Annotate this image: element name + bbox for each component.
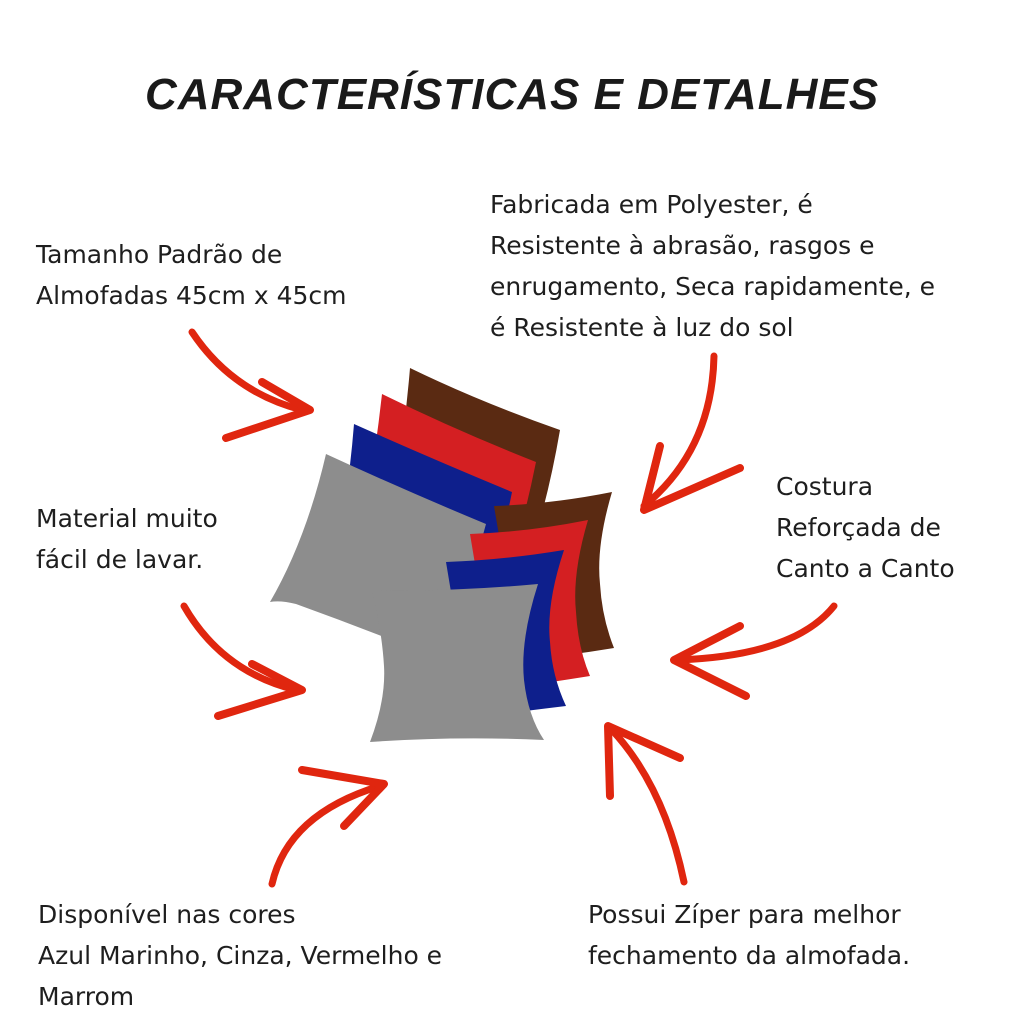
washing-note-line: Material muito bbox=[36, 504, 218, 533]
arrow-to-zipper bbox=[604, 722, 688, 886]
colors-note-line: Disponível nas cores bbox=[38, 900, 296, 929]
page-title: CARACTERÍSTICAS E DETALHES bbox=[144, 70, 880, 119]
colors-note-line: Marrom bbox=[38, 982, 135, 1011]
size-note-line: Almofadas 45cm x 45cm bbox=[36, 281, 347, 310]
fabric-note-line: é Resistente à luz do sol bbox=[490, 313, 794, 342]
fabric-note-line: Fabricada em Polyester, é bbox=[490, 190, 813, 219]
seam-note: Costura Reforçada de Canto a Canto bbox=[776, 466, 955, 589]
fabric-note: Fabricada em Polyester, é Resistente à a… bbox=[490, 184, 935, 348]
colors-note-line: Azul Marinho, Cinza, Vermelho e bbox=[38, 941, 443, 970]
washing-note: Material muito fácil de lavar. bbox=[36, 498, 218, 580]
seam-note-line: Reforçada de bbox=[776, 513, 941, 542]
fabric-note-line: enrugamento, Seca rapidamente, e bbox=[490, 272, 936, 301]
arrow-to-colors bbox=[268, 766, 388, 888]
size-note-line: Tamanho Padrão de bbox=[36, 240, 283, 269]
seam-note-line: Costura bbox=[776, 472, 874, 501]
arrow-to-washing bbox=[180, 602, 306, 720]
fabric-note-line: Resistente à abrasão, rasgos e bbox=[490, 231, 875, 260]
seam-note-line: Canto a Canto bbox=[776, 554, 955, 583]
arrow-to-size bbox=[188, 328, 314, 442]
zipper-note: Possui Zíper para melhor fechamento da a… bbox=[588, 894, 910, 976]
zipper-note-line: fechamento da almofada. bbox=[588, 941, 911, 970]
washing-note-line: fácil de lavar. bbox=[36, 545, 204, 574]
gray-pillow-front bbox=[370, 584, 544, 742]
zipper-note-line: Possui Zíper para melhor bbox=[588, 900, 901, 929]
colors-note: Disponível nas cores Azul Marinho, Cinza… bbox=[38, 894, 442, 1017]
size-note: Tamanho Padrão de Almofadas 45cm x 45cm bbox=[36, 234, 347, 316]
arrow-to-seam bbox=[670, 602, 838, 700]
arrow-to-fabric bbox=[640, 352, 744, 514]
